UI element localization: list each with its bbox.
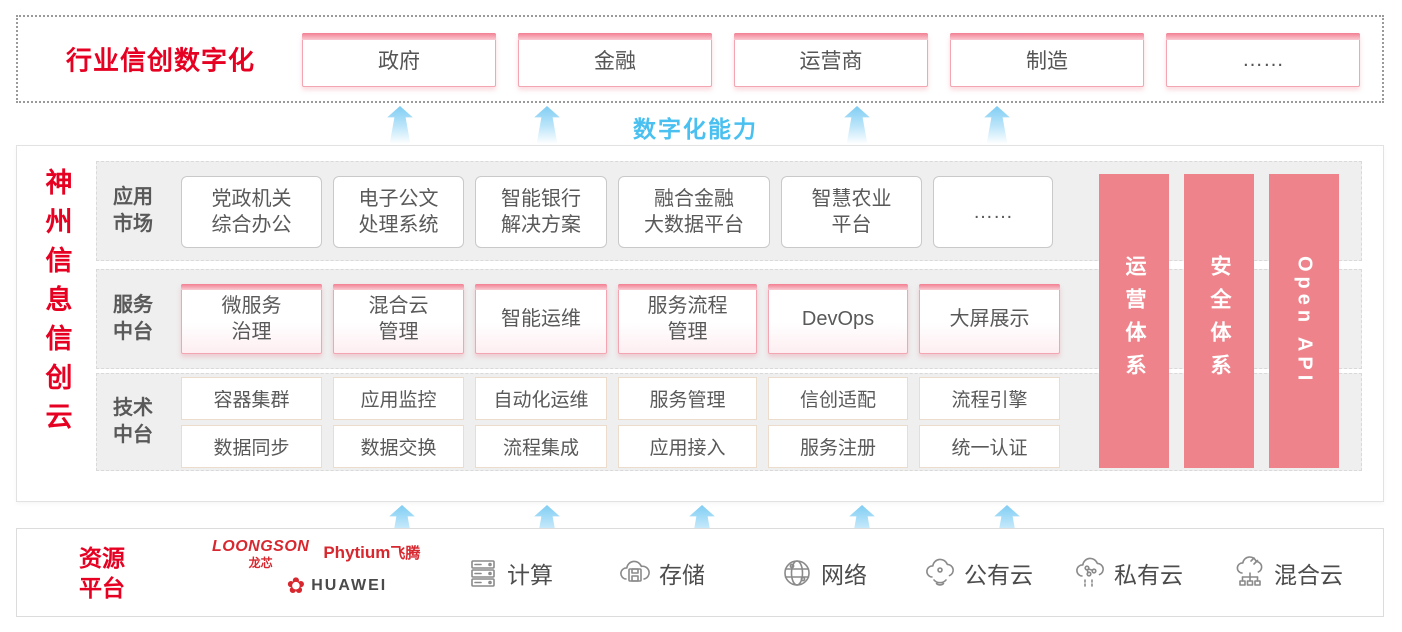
resource-item-private-cloud: 私有云 bbox=[1072, 555, 1183, 591]
tech-box: 应用监控 bbox=[333, 377, 464, 420]
service-platform-items: 微服务 治理 混合云 管理 智能运维 服务流程 管理 DevOps 大屏展示 bbox=[181, 284, 1060, 354]
tech-box: 容器集群 bbox=[181, 377, 322, 420]
app-box: 智能银行 解决方案 bbox=[475, 176, 607, 248]
tech-box: 数据同步 bbox=[181, 425, 322, 468]
tech-platform-items-bottom: 数据同步 数据交换 流程集成 应用接入 服务注册 统一认证 bbox=[181, 425, 1060, 468]
service-box: 智能运维 bbox=[475, 284, 607, 354]
industry-banner-title: 行业信创数字化 bbox=[66, 45, 256, 76]
service-box: DevOps bbox=[768, 284, 908, 354]
tech-box: 应用接入 bbox=[618, 425, 757, 468]
huawei-flower-icon: ✿ bbox=[286, 573, 306, 598]
industry-box-finance: 金融 bbox=[518, 33, 712, 87]
tech-box: 服务管理 bbox=[618, 377, 757, 420]
resource-item-storage: 存储 bbox=[617, 555, 705, 591]
huawei-logo: ✿ HUAWEI bbox=[286, 573, 388, 598]
private-cloud-icon bbox=[1072, 555, 1108, 591]
service-platform-row: 服务 中台 微服务 治理 混合云 管理 智能运维 服务流程 管理 DevOps … bbox=[96, 269, 1362, 369]
industry-banner: 行业信创数字化 政府 金融 运营商 制造 …… bbox=[16, 15, 1384, 103]
operation-system-bar-label: 运营体系 bbox=[1123, 255, 1146, 387]
tech-box: 服务注册 bbox=[768, 425, 908, 468]
capability-label: 数字化能力 bbox=[633, 116, 758, 142]
app-box: 智慧农业 平台 bbox=[781, 176, 922, 248]
security-system-bar: 安全体系 bbox=[1184, 174, 1254, 468]
tech-box: 流程集成 bbox=[475, 425, 607, 468]
cloud-platform-box: 神州信息信创云 应用 市场 党政机关 综合办公 电子公文 处理系统 智能银行 解… bbox=[16, 145, 1384, 502]
resource-item-hybrid-cloud: 混合云 bbox=[1232, 555, 1343, 591]
tech-box: 自动化运维 bbox=[475, 377, 607, 420]
phytium-logo: Phytium飞腾 bbox=[323, 543, 421, 562]
industry-box-government: 政府 bbox=[302, 33, 496, 87]
service-box: 大屏展示 bbox=[919, 284, 1060, 354]
resource-item-network: 网络 bbox=[779, 555, 867, 591]
service-box: 混合云 管理 bbox=[333, 284, 464, 354]
open-api-bar-label: Open API bbox=[1293, 256, 1316, 386]
tech-platform-items-top: 容器集群 应用监控 自动化运维 服务管理 信创适配 流程引擎 bbox=[181, 377, 1060, 420]
app-market-row: 应用 市场 党政机关 综合办公 电子公文 处理系统 智能银行 解决方案 融合金融… bbox=[96, 161, 1362, 261]
resource-item-public-cloud: 公有云 bbox=[922, 555, 1033, 591]
public-cloud-icon bbox=[922, 555, 958, 591]
up-arrow-icon bbox=[984, 106, 1010, 144]
up-arrow-icon bbox=[844, 106, 870, 144]
service-box: 微服务 治理 bbox=[181, 284, 322, 354]
resource-platform-box: 资源 平台 LOONGSON 龙芯 Phytium飞腾 ✿ HUAWEI bbox=[16, 528, 1384, 617]
up-arrow-icon bbox=[534, 106, 560, 144]
industry-row: 政府 金融 运营商 制造 …… bbox=[302, 33, 1360, 87]
tech-platform-row: 技术 中台 容器集群 应用监控 自动化运维 服务管理 信创适配 流程引擎 数据同… bbox=[96, 373, 1362, 471]
operation-system-bar: 运营体系 bbox=[1099, 174, 1169, 468]
app-box: 融合金融 大数据平台 bbox=[618, 176, 770, 248]
tech-box: 流程引擎 bbox=[919, 377, 1060, 420]
app-box-more: …… bbox=[933, 176, 1053, 248]
resource-item-compute: 计算 bbox=[465, 555, 553, 591]
open-api-bar: Open API bbox=[1269, 174, 1339, 468]
service-box: 服务流程 管理 bbox=[618, 284, 757, 354]
tech-platform-label: 技术 中台 bbox=[113, 397, 153, 446]
platform-title: 神州信息信创云 bbox=[45, 168, 73, 432]
tech-box: 统一认证 bbox=[919, 425, 1060, 468]
up-arrow-icon bbox=[387, 106, 413, 144]
storage-cloud-icon bbox=[617, 555, 653, 591]
service-platform-label: 服务 中台 bbox=[113, 294, 153, 343]
resource-platform-label: 资源 平台 bbox=[79, 544, 125, 601]
tech-box: 信创适配 bbox=[768, 377, 908, 420]
app-box: 党政机关 综合办公 bbox=[181, 176, 322, 248]
app-box: 电子公文 处理系统 bbox=[333, 176, 464, 248]
industry-box-operator: 运营商 bbox=[734, 33, 928, 87]
security-system-bar-label: 安全体系 bbox=[1208, 255, 1231, 387]
network-globe-icon bbox=[779, 555, 815, 591]
app-market-items: 党政机关 综合办公 电子公文 处理系统 智能银行 解决方案 融合金融 大数据平台… bbox=[181, 176, 1053, 248]
hybrid-cloud-icon bbox=[1232, 555, 1268, 591]
app-market-label: 应用 市场 bbox=[113, 186, 153, 235]
vendor-logos: LOONGSON 龙芯 Phytium飞腾 ✿ HUAWEI bbox=[212, 538, 462, 597]
industry-box-manufacturing: 制造 bbox=[950, 33, 1144, 87]
server-icon bbox=[465, 555, 501, 591]
industry-box-more: …… bbox=[1166, 33, 1360, 87]
loongson-logo: LOONGSON 龙芯 bbox=[212, 538, 310, 570]
tech-box: 数据交换 bbox=[333, 425, 464, 468]
